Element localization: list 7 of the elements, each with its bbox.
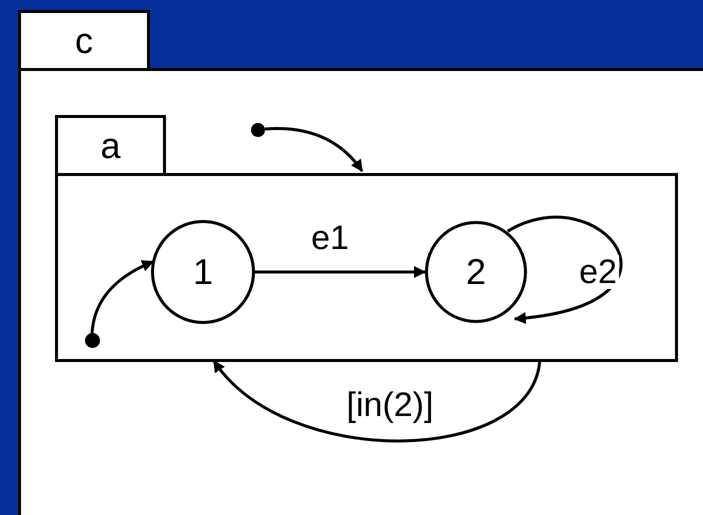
transition-arrow: [212, 360, 542, 442]
package-name: a: [100, 124, 121, 166]
package-name: c: [75, 20, 93, 62]
transition-arrow: [255, 266, 426, 278]
transition-arrow: [507, 216, 622, 324]
transition-arrow: [264, 127, 364, 172]
transition-arrow: [90, 260, 154, 334]
